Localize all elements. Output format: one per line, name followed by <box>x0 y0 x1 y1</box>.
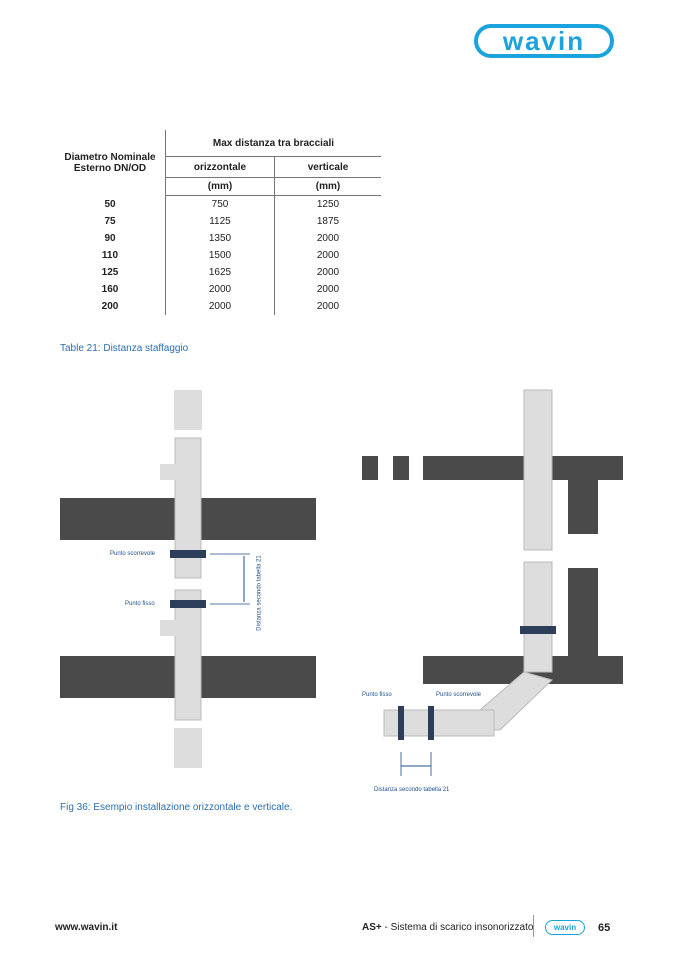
table-cell: 1500 <box>165 247 275 264</box>
table-cell: 110 <box>101 250 119 261</box>
table-cell: 2000 <box>274 264 381 281</box>
product-name: AS+ <box>362 922 382 933</box>
footer-url[interactable]: www.wavin.it <box>55 922 118 933</box>
table-cell: 50 <box>104 198 116 210</box>
right-distance-label: Distanza secondo tabella 21 <box>374 787 450 793</box>
col-header: orizzontale <box>165 156 275 178</box>
table-cell: 1875 <box>274 213 381 230</box>
table-cell: 750 <box>165 195 275 213</box>
unit: (mm) <box>274 177 381 196</box>
unit: (mm) <box>165 177 275 196</box>
table-cell: 200 <box>101 301 119 312</box>
table-cell: 160 <box>101 284 119 295</box>
col-header: verticale <box>274 156 381 178</box>
wavin-logo: wavin <box>474 24 614 58</box>
product-subtitle: - Sistema di scarico insonorizzato <box>381 922 534 933</box>
right-sliding-label: Punto scorrevole <box>436 692 482 698</box>
bracket-distance-table: Diametro Nominale Esterno DN/OD Max dist… <box>55 130 381 315</box>
table-cell: 2000 <box>274 247 381 264</box>
page-number: 65 <box>598 922 611 934</box>
table-cell: 2000 <box>165 298 275 315</box>
row-header: Diametro Nominale Esterno DN/OD <box>64 151 156 174</box>
footer-logo: wavin <box>545 920 585 935</box>
right-fixed-label: Punto fisso <box>362 692 392 698</box>
left-distance-label: Distanza secondo tabella 21 <box>256 555 263 631</box>
group-header: Max distanza tra bracciali <box>165 130 381 157</box>
table-cell: 2000 <box>274 230 381 247</box>
table-cell: 2000 <box>274 281 381 298</box>
table-cell: 90 <box>104 233 116 244</box>
left-diagram <box>60 390 316 768</box>
table-cell: 1250 <box>274 195 381 213</box>
footer-title: AS+ - Sistema di scarico insonorizzato <box>362 922 533 933</box>
table-cell: 125 <box>101 267 119 278</box>
installation-figure <box>60 389 623 776</box>
table-caption: Table 21: Distanza staffaggio <box>60 343 189 354</box>
table-cell: 2000 <box>274 298 381 315</box>
table-cell: 1125 <box>165 213 275 230</box>
table-cell: 1625 <box>165 264 275 281</box>
table-cell: 2000 <box>165 281 275 298</box>
table-cell: 75 <box>104 216 116 227</box>
left-sliding-label: Punto scorrevole <box>110 551 156 557</box>
right-diagram <box>362 389 623 776</box>
table-cell: 1350 <box>165 230 275 247</box>
figure-caption: Fig 36: Esempio installazione orizzontal… <box>60 802 293 813</box>
left-fixed-label: Punto fisso <box>125 601 155 607</box>
footer-divider <box>533 915 534 937</box>
